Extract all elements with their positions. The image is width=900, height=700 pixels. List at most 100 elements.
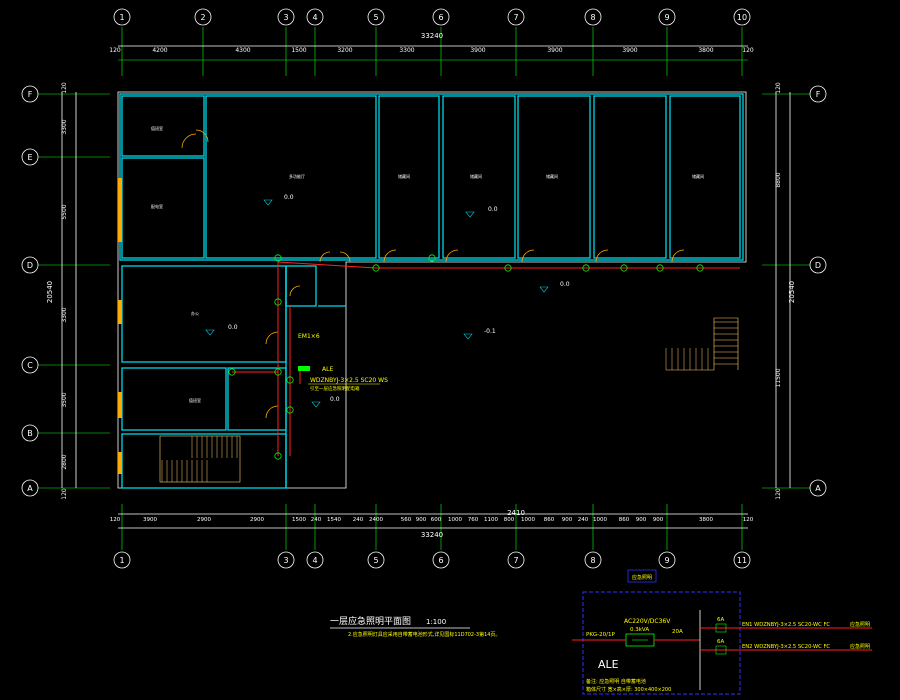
svg-text:3900: 3900 bbox=[143, 517, 157, 523]
ale-label: ALE bbox=[322, 366, 333, 373]
svg-text:1000: 1000 bbox=[448, 517, 462, 523]
axis-label: 5 bbox=[373, 556, 378, 565]
svg-text:2800: 2800 bbox=[61, 454, 68, 469]
axis-bubble-top bbox=[507, 8, 525, 26]
axis-label: F bbox=[816, 90, 821, 99]
drawing-scale: 1:100 bbox=[426, 618, 446, 626]
schematic-footnote-2: 箱体尺寸 宽×高×厚: 300×400×200 bbox=[586, 686, 671, 693]
svg-text:900: 900 bbox=[636, 517, 647, 523]
circuit-2-label: EN2 WDZNBYJ-3×2.5 SC20-WC FC bbox=[742, 644, 830, 650]
svg-text:值班室: 值班室 bbox=[189, 397, 201, 403]
svg-text:120: 120 bbox=[775, 82, 782, 94]
axis-label: 7 bbox=[513, 13, 518, 22]
emergency-lamp-icon bbox=[228, 368, 236, 376]
schematic-voltage: AC220V/DC36V bbox=[624, 618, 671, 625]
svg-text:3900: 3900 bbox=[547, 47, 562, 54]
svg-text:900: 900 bbox=[653, 517, 664, 523]
emergency-lamp-icon bbox=[620, 264, 628, 272]
axis-label: 11 bbox=[737, 556, 747, 565]
emergency-wiring bbox=[232, 261, 740, 456]
axis-label: 2 bbox=[200, 13, 205, 22]
axis-label: 9 bbox=[664, 556, 669, 565]
axis-bubble-bottom bbox=[306, 551, 324, 569]
svg-text:办公: 办公 bbox=[191, 310, 199, 316]
axis-label: 7 bbox=[513, 556, 518, 565]
axis-bubble-left bbox=[21, 479, 39, 497]
ale-panel-symbol bbox=[298, 366, 310, 371]
axis-label: 6 bbox=[438, 556, 443, 565]
svg-text:860: 860 bbox=[619, 517, 630, 523]
axis-label: 1 bbox=[119, 13, 124, 22]
svg-text:0.0: 0.0 bbox=[228, 324, 238, 331]
drawing-title: 一层应急照明平面图 bbox=[330, 615, 411, 627]
svg-text:3800: 3800 bbox=[699, 517, 713, 523]
axis-bubble-bottom bbox=[733, 551, 751, 569]
svg-text:900: 900 bbox=[562, 517, 573, 523]
axis-bubble-top bbox=[432, 8, 450, 26]
svg-text:8800: 8800 bbox=[775, 172, 782, 187]
emergency-lamp-icon bbox=[274, 452, 282, 460]
schematic-panel-name: ALE bbox=[598, 658, 619, 671]
axis-label: 8 bbox=[590, 13, 595, 22]
svg-text:1100: 1100 bbox=[484, 517, 498, 523]
svg-text:-0.1: -0.1 bbox=[484, 328, 496, 335]
axis-label: 3 bbox=[283, 13, 288, 22]
axis-label: A bbox=[27, 484, 33, 493]
svg-text:120: 120 bbox=[110, 517, 121, 523]
doors bbox=[181, 129, 685, 419]
axis-label: E bbox=[27, 153, 32, 162]
axis-label: C bbox=[27, 361, 33, 370]
axis-bubble-bottom bbox=[432, 551, 450, 569]
svg-text:1500: 1500 bbox=[292, 517, 306, 523]
emergency-lamp-icon bbox=[274, 254, 282, 262]
axis-bubble-bottom bbox=[367, 551, 385, 569]
svg-text:3900: 3900 bbox=[470, 47, 485, 54]
axis-label: 6 bbox=[438, 13, 443, 22]
svg-text:1000: 1000 bbox=[593, 517, 607, 523]
svg-text:0.0: 0.0 bbox=[330, 396, 340, 403]
axis-bubble-right bbox=[809, 85, 827, 103]
svg-text:1500: 1500 bbox=[291, 47, 306, 54]
axis-bubble-top bbox=[113, 8, 131, 26]
axis-label: 9 bbox=[664, 13, 669, 22]
svg-text:1000: 1000 bbox=[521, 517, 535, 523]
emergency-lamp-icon bbox=[656, 264, 664, 272]
bottom-dimension-segments: 120 3900 2900 2900 1500 240 1540 240 240… bbox=[110, 517, 754, 523]
svg-text:120: 120 bbox=[743, 517, 754, 523]
svg-text:600: 600 bbox=[431, 517, 442, 523]
svg-text:860: 860 bbox=[544, 517, 555, 523]
axis-label: 5 bbox=[373, 13, 378, 22]
emergency-lamp-icon bbox=[428, 254, 436, 262]
svg-text:11500: 11500 bbox=[775, 368, 782, 387]
bottom-total-dimension: 33240 bbox=[421, 531, 443, 539]
svg-text:应急照明: 应急照明 bbox=[850, 621, 870, 628]
axis-bubble-top bbox=[194, 8, 212, 26]
panel-schematic: 应急照明 AC220V/DC36V 0.3kVA PKG-20/1P 20A 6… bbox=[572, 569, 872, 695]
svg-text:配电室: 配电室 bbox=[151, 203, 163, 209]
axis-bubble-bottom bbox=[584, 551, 602, 569]
stair-right bbox=[666, 317, 739, 371]
cable-note: 引至一层应急照明配电箱 bbox=[310, 385, 360, 392]
svg-text:值班室: 值班室 bbox=[151, 125, 163, 131]
axis-label: 4 bbox=[312, 556, 317, 565]
svg-text:560: 560 bbox=[401, 517, 412, 523]
schematic-battery: 0.3kVA bbox=[630, 627, 649, 633]
right-total-dimension: 20540 bbox=[788, 281, 796, 303]
svg-text:6A: 6A bbox=[717, 617, 724, 623]
axis-bubble-left bbox=[21, 256, 39, 274]
axis-bubble-left bbox=[21, 148, 39, 166]
top-total-dimension: 33240 bbox=[421, 32, 443, 40]
schematic-main-breaker: 20A bbox=[672, 629, 683, 635]
axis-bubble-bottom bbox=[113, 551, 131, 569]
emergency-lamp-icon bbox=[274, 298, 282, 306]
svg-text:4200: 4200 bbox=[152, 47, 167, 54]
svg-text:5500: 5500 bbox=[61, 204, 68, 219]
axis-bubble-top bbox=[658, 8, 676, 26]
axis-bubble-bottom bbox=[277, 551, 295, 569]
axis-label: A bbox=[815, 484, 821, 493]
axis-bubble-top bbox=[367, 8, 385, 26]
emergency-lamp-icon bbox=[274, 368, 282, 376]
